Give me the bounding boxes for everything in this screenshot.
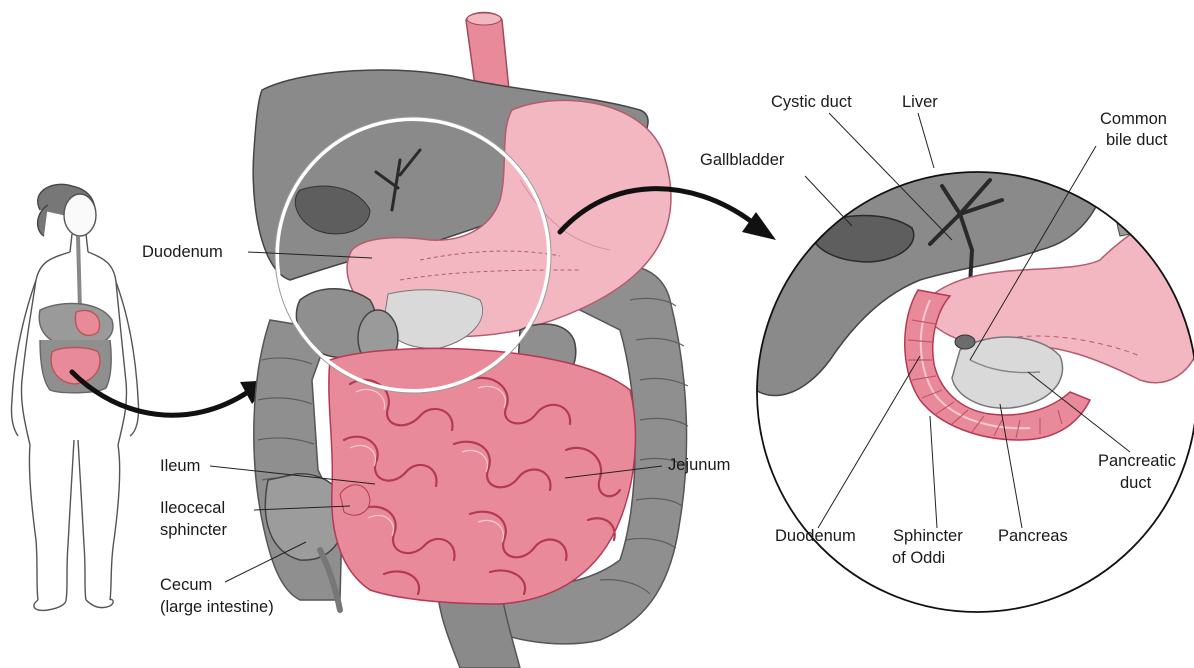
ileum-label: Ileum: [160, 457, 200, 476]
liver-label: Liver: [902, 93, 938, 112]
sphincter-of-oddi-label-line1: Sphincter: [893, 527, 963, 546]
duodenum-inset-label: Duodenum: [775, 527, 856, 546]
common-bile-duct-label-line2: bile duct: [1106, 131, 1167, 150]
sphincter-of-oddi-label-line2: of Oddi: [892, 549, 945, 568]
pancreatic-duct-label-line2: duct: [1120, 474, 1151, 493]
pancreas-label: Pancreas: [998, 527, 1068, 546]
cecum-label-line1: Cecum: [160, 576, 212, 595]
main-digestive-illustration: [253, 13, 688, 668]
common-bile-duct-label-line1: Common: [1100, 110, 1167, 129]
pancreatic-duct-label-line1: Pancreatic: [1098, 452, 1176, 471]
cecum-label-line2: (large intestine): [160, 598, 274, 617]
duodenum-label: Duodenum: [142, 243, 223, 262]
gallbladder-label: Gallbladder: [700, 151, 784, 170]
ileocecal-label-line1: Ileocecal: [160, 499, 225, 518]
human-figure-icon: [11, 184, 138, 610]
jejunum-label: Jejunum: [668, 456, 730, 475]
ileocecal-label-line2: sphincter: [160, 521, 227, 540]
cystic-duct-label: Cystic duct: [771, 93, 852, 112]
